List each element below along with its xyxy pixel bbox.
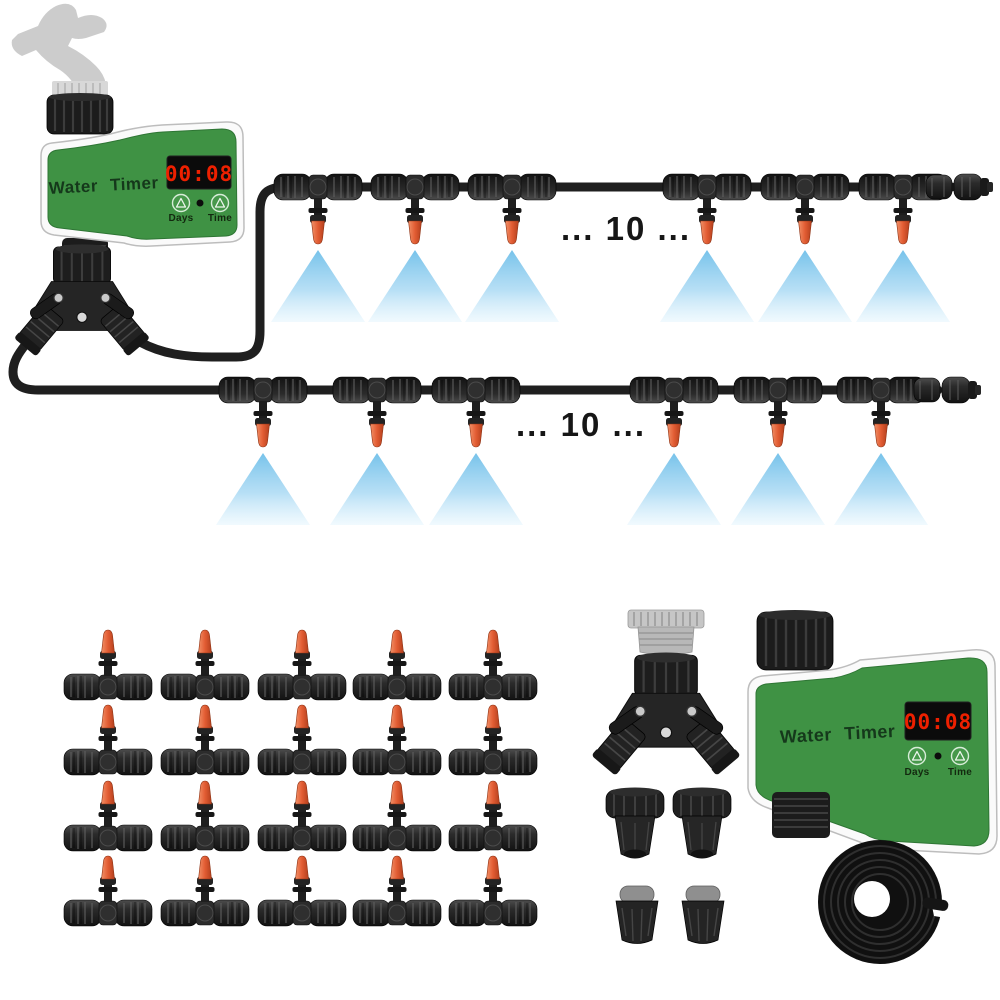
mist-spray	[731, 453, 825, 525]
tee-connector-nozzle	[257, 855, 347, 927]
line-end-plug	[925, 173, 994, 201]
tee-connector-nozzle	[448, 855, 538, 927]
tee-connector-nozzle	[836, 376, 926, 448]
tee-connector-nozzle	[257, 704, 347, 776]
mist-spray	[330, 453, 424, 525]
supply-tube-line2	[8, 339, 943, 395]
tee-connector-nozzle	[160, 780, 250, 852]
tee-connector-nozzle	[760, 173, 850, 245]
timer-display	[166, 155, 232, 190]
triangle-up-icon	[175, 197, 187, 208]
tee-connector-nozzle	[273, 173, 363, 245]
tee-connector-nozzle	[431, 376, 521, 448]
water-timer-kit: Water Timer 00:08 Days Time	[747, 610, 998, 855]
timer-display-value: 00:08	[165, 162, 233, 186]
mist-spray	[627, 453, 721, 525]
tee-connector-nozzle	[257, 629, 347, 701]
misting-line-2: ... 10 ...	[216, 376, 982, 525]
mist-spray	[660, 250, 754, 322]
indicator-dot	[196, 199, 204, 207]
mist-spray	[368, 250, 462, 322]
line2-count-label: ... 10 ...	[516, 406, 646, 443]
tee-connector-nozzle	[370, 173, 460, 245]
days-label: Days	[168, 213, 193, 224]
tee-connector-nozzle	[448, 629, 538, 701]
hose-coupling	[605, 786, 665, 860]
supply-tube-line1	[135, 182, 957, 362]
tee-connector-nozzle	[63, 704, 153, 776]
triangle-up-icon	[214, 197, 226, 208]
time-button	[210, 193, 230, 213]
two-way-splitter-kit	[590, 651, 742, 777]
tee-connector-nozzle	[63, 629, 153, 701]
time-label: Time	[948, 767, 972, 778]
mist-spray	[271, 250, 365, 322]
line1-count-label: ... 10 ...	[561, 210, 691, 247]
tee-connector-nozzle	[448, 780, 538, 852]
days-button	[171, 193, 191, 213]
tee-connector-nozzle	[257, 780, 347, 852]
timer-display-value: 00:08	[904, 710, 972, 734]
tee-connector-nozzle	[352, 855, 442, 927]
hose-coupling	[672, 786, 732, 860]
tee-connector-nozzle	[467, 173, 557, 245]
tee-connector-nozzle	[218, 376, 308, 448]
mist-spray	[758, 250, 852, 322]
tee-connector-nozzle	[160, 704, 250, 776]
two-way-splitter	[12, 243, 152, 358]
mist-spray	[429, 453, 523, 525]
faucet-gasket	[52, 81, 108, 97]
tubing-coil	[818, 840, 949, 964]
indicator-dot	[934, 752, 942, 760]
triangle-up-icon	[954, 750, 966, 761]
tee-connector-nozzle	[448, 704, 538, 776]
tee-connector-nozzle	[733, 376, 823, 448]
tee-connector-nozzle	[352, 629, 442, 701]
tee-connector-nozzle	[160, 629, 250, 701]
triangle-up-icon	[911, 750, 923, 761]
days-button	[907, 746, 927, 766]
faucet-icon	[11, 3, 107, 92]
mist-spray	[216, 453, 310, 525]
time-label: Time	[208, 213, 232, 224]
tee-connector-nozzle	[63, 780, 153, 852]
kit-accessories: Water Timer 00:08 Days Time	[590, 609, 998, 964]
tee-connector-nozzle	[160, 855, 250, 927]
mist-spray	[834, 453, 928, 525]
end-plug-cap	[681, 885, 725, 945]
days-label: Days	[904, 767, 929, 778]
misting-line-1: ... 10 ...	[271, 173, 994, 322]
tee-connector-nozzle	[332, 376, 422, 448]
mist-spray	[465, 250, 559, 322]
timer-display	[904, 701, 972, 741]
tee-connector-grid	[63, 629, 538, 927]
mist-spray	[856, 250, 950, 322]
time-button	[950, 746, 970, 766]
tee-connector-nozzle	[63, 855, 153, 927]
thread-gasket-adapter	[627, 609, 705, 656]
tee-connector-nozzle	[352, 780, 442, 852]
tee-connector-nozzle	[352, 704, 442, 776]
end-plug-cap	[615, 885, 659, 945]
line-end-plug	[913, 376, 982, 404]
